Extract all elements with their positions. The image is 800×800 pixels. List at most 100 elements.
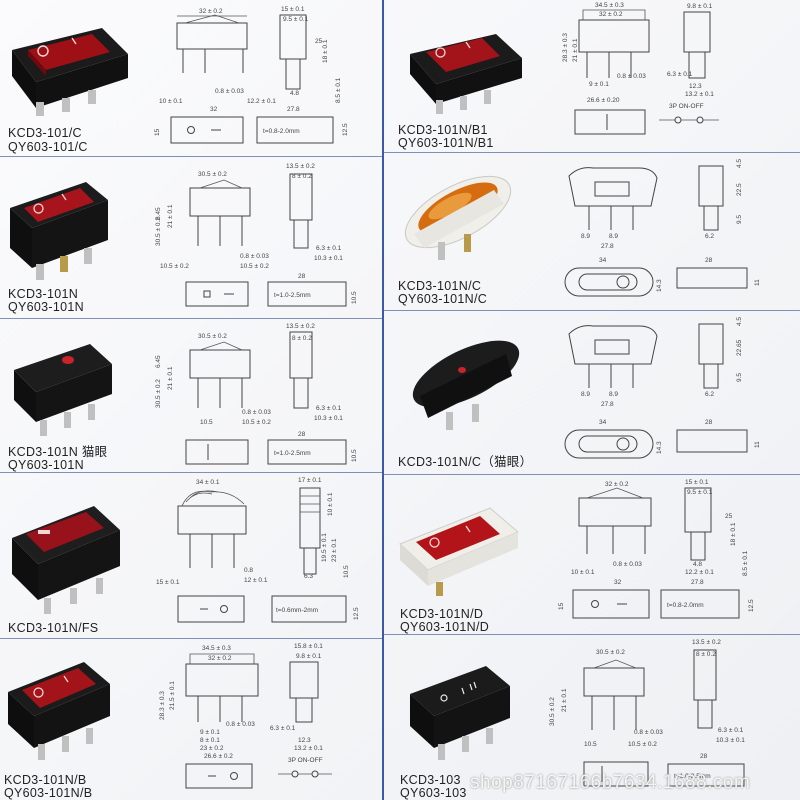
svg-text:21.5 ± 0.1: 21.5 ± 0.1 [169,681,176,710]
svg-text:15 ± 0.1: 15 ± 0.1 [281,6,305,13]
svg-text:26.6 ± 0.2: 26.6 ± 0.2 [204,753,233,760]
svg-text:30.5 ± 0.2: 30.5 ± 0.2 [155,217,162,246]
alt-model-label: QY603-101N/B1 [398,136,494,150]
svg-text:34.5 ± 0.3: 34.5 ± 0.3 [595,2,624,9]
svg-text:3P ON-OFF: 3P ON-OFF [288,757,323,764]
model-label: KCD3-101N/C [398,279,482,293]
svg-text:14.3: 14.3 [656,441,663,454]
svg-text:10.5: 10.5 [351,291,358,304]
svg-text:10.5: 10.5 [351,449,358,462]
model-label: KCD3-101N/D [400,607,484,621]
svg-text:0.8 ± 0.03: 0.8 ± 0.03 [242,409,271,416]
alt-model-label: QY603-101N [8,300,84,314]
svg-text:6.3 ± 0.1: 6.3 ± 0.1 [316,245,342,252]
svg-text:28: 28 [705,419,713,426]
svg-text:0.8 ± 0.03: 0.8 ± 0.03 [613,561,642,568]
alt-model-label: QY603-101N [8,458,84,472]
svg-text:6.3 ± 0.1: 6.3 ± 0.1 [718,727,744,734]
svg-text:3P ON-OFF: 3P ON-OFF [669,103,704,110]
dimension-drawing: 30.5 ± 0.2 6.45 30.5 ± 0.2 21 ± 0.1 10.5… [155,163,358,307]
svg-text:28: 28 [298,431,306,438]
model-label: KCD3-101N 猫眼 [8,445,108,459]
switch-photo [404,175,512,260]
svg-text:9.5: 9.5 [736,373,743,382]
svg-text:4.8: 4.8 [693,561,702,568]
product-cell: KCD3-101N/C（猫眼） 8.9 8.9 27.8 6.2 9.5 22.… [384,310,800,474]
svg-text:12.5: 12.5 [342,123,349,136]
svg-text:8 ± 0.2: 8 ± 0.2 [292,173,312,180]
watermark-text: shop87167166b7634.1688.com [470,772,751,793]
row-divider [384,310,800,311]
svg-text:12.3: 12.3 [689,83,702,90]
dimension-drawing: 34.5 ± 0.3 32 ± 0.2 28.3 ± 0.3 21 ± 0.1 … [562,2,719,135]
svg-text:8 ± 0.2: 8 ± 0.2 [292,335,312,342]
svg-text:34 ± 0.1: 34 ± 0.1 [196,479,220,486]
svg-text:15: 15 [154,128,161,136]
dimension-drawing: 32 ± 0.2 10 ± 0.1 0.8 ± 0.03 12.2 ± 0.1 … [154,6,349,144]
dimension-drawing: 34.5 ± 0.3 32 ± 0.2 28.3 ± 0.3 21.5 ± 0.… [159,643,332,789]
svg-text:9.5: 9.5 [736,215,743,224]
product-cell: KCD3-101N/B1 QY603-101N/B1 34.5 ± 0.3 32… [384,0,800,152]
svg-text:6.3 ± 0.1: 6.3 ± 0.1 [270,725,296,732]
alt-model-label: QY603-101N/C [398,292,488,306]
svg-text:9.8 ± 0.1: 9.8 ± 0.1 [296,653,322,660]
model-label: KCD3-101N/B1 [398,123,488,137]
svg-text:t=0.8-2.0mm: t=0.8-2.0mm [263,128,300,135]
svg-text:28.3 ± 0.3: 28.3 ± 0.3 [159,691,166,720]
svg-text:30.5 ± 0.2: 30.5 ± 0.2 [155,379,162,408]
svg-text:18 ± 0.1: 18 ± 0.1 [730,522,737,546]
svg-text:32 ± 0.2: 32 ± 0.2 [199,8,223,15]
svg-text:10.5: 10.5 [584,741,597,748]
svg-text:8.5 ± 0.1: 8.5 ± 0.1 [335,77,342,103]
switch-photo [410,34,522,114]
svg-text:10.3 ± 0.1: 10.3 ± 0.1 [314,255,343,262]
svg-text:4.8: 4.8 [290,90,299,97]
svg-text:32 ± 0.2: 32 ± 0.2 [599,11,623,18]
svg-text:9.8 ± 0.1: 9.8 ± 0.1 [687,3,713,10]
svg-text:27.8: 27.8 [287,106,300,113]
svg-text:23 ± 0.1: 23 ± 0.1 [331,538,338,562]
dimension-drawing: 8.9 8.9 27.8 6.2 9.5 22.65 4.5 34 14.3 2… [564,317,761,459]
svg-text:15.8 ± 0.1: 15.8 ± 0.1 [294,643,323,650]
switch-photo [399,507,519,596]
switch-photo [14,344,112,436]
switch-photo [12,506,120,614]
svg-text:11: 11 [754,441,761,448]
svg-text:23 ± 0.2: 23 ± 0.2 [200,745,224,752]
svg-text:9.5 ± 0.1: 9.5 ± 0.1 [283,16,309,23]
svg-text:32: 32 [210,106,218,113]
alt-model-label: QY603-101/C [8,140,88,154]
dimension-drawing: 34 ± 0.1 15 ± 0.1 0.8 12 ± 0.1 17 ± 0.1 … [156,477,360,623]
product-cell: KCD3-101N QY603-101N 30.5 ± 0.2 6.45 30.… [0,156,382,318]
model-label: KCD3-101N/C（猫眼） [398,455,533,469]
row-divider [0,318,382,319]
svg-text:10.3 ± 0.1: 10.3 ± 0.1 [314,415,343,422]
svg-text:10.5: 10.5 [200,419,213,426]
svg-text:21 ± 0.1: 21 ± 0.1 [561,688,568,712]
svg-text:10.5 ± 0.2: 10.5 ± 0.2 [240,263,269,270]
svg-text:4.5: 4.5 [736,317,743,326]
model-label: KCD3-101N/FS [8,621,99,635]
svg-text:8.9: 8.9 [581,391,590,398]
product-cell: KCD3-103 QY603-103 30.5 ± 0.2 30.5 ± 0.2… [384,634,800,800]
svg-text:32 ± 0.2: 32 ± 0.2 [208,655,232,662]
svg-text:9 ± 0.1: 9 ± 0.1 [200,729,220,736]
alt-model-label: QY603-103 [400,786,467,800]
svg-text:30.5 ± 0.2: 30.5 ± 0.2 [549,697,556,726]
svg-text:21 ± 0.1: 21 ± 0.1 [167,366,174,390]
svg-text:21 ± 0.1: 21 ± 0.1 [572,38,579,62]
svg-text:10.5 ± 0.2: 10.5 ± 0.2 [242,419,271,426]
svg-text:8.9: 8.9 [609,391,618,398]
svg-text:8.9: 8.9 [609,233,618,240]
dimension-drawing: 30.5 ± 0.2 6.45 30.5 ± 0.2 21 ± 0.1 10.5… [155,323,358,465]
svg-text:0.8 ± 0.03: 0.8 ± 0.03 [634,729,663,736]
svg-text:0.8 ± 0.03: 0.8 ± 0.03 [617,73,646,80]
product-cell: KCD3-101/C QY603-101/C 32 ± 0.2 10 ± 0.1… [0,0,382,156]
svg-text:22.5: 22.5 [736,183,743,196]
svg-text:15 ± 0.1: 15 ± 0.1 [685,479,709,486]
svg-text:12.3: 12.3 [298,737,311,744]
svg-text:14.3: 14.3 [656,279,663,292]
switch-photo [12,28,128,116]
svg-text:15 ± 0.1: 15 ± 0.1 [156,579,180,586]
svg-text:13.5 ± 0.2: 13.5 ± 0.2 [286,163,315,170]
